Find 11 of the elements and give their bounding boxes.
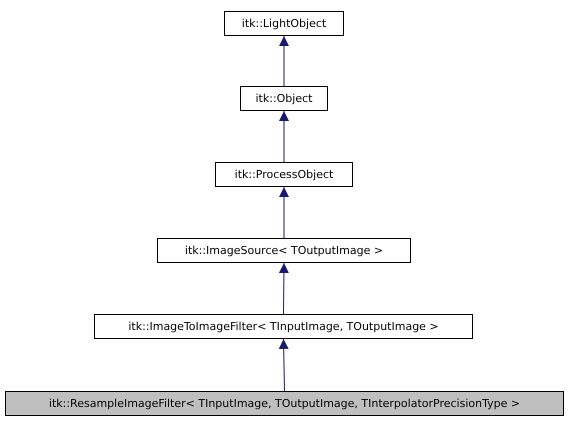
class-box: itk::ImageSource< TOutputImage > (157, 238, 411, 263)
class-box: itk::ProcessObject (215, 162, 353, 187)
inheritance-arrow (279, 110, 289, 162)
inheritance-arrow (278, 262, 289, 314)
inheritance-arrow (279, 36, 289, 86)
inheritance-arrow (279, 186, 289, 238)
inheritance-arrow (278, 338, 289, 392)
class-box: itk::LightObject (224, 11, 344, 36)
class-box: itk::ImageToImageFilter< TInputImage, TOutputImage > (94, 314, 473, 339)
highlighted-class-box: itk::ResampleImageFilter< TInputImage, TOutputImage, TInterpolatorPrecisionType > (5, 391, 564, 416)
class-box: itk::Object (240, 86, 328, 111)
